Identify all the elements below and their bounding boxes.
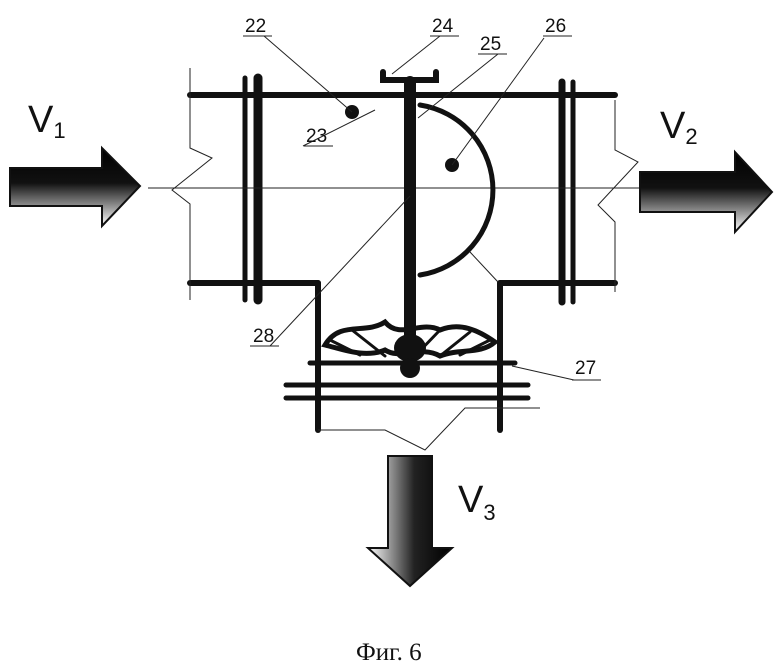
label-27: 27 — [572, 358, 601, 381]
outlet-arrow-v2 — [639, 149, 774, 235]
svg-text:27: 27 — [575, 358, 596, 379]
right-flange — [558, 78, 576, 306]
bottom-flange — [283, 382, 531, 401]
impeller — [307, 318, 518, 378]
label-23: 23 — [304, 126, 333, 147]
svg-text:23: 23 — [306, 126, 327, 147]
label-24: 24 — [430, 16, 459, 37]
label-22: 22 — [243, 16, 272, 37]
svg-text:26: 26 — [545, 16, 566, 37]
label-28: 28 — [250, 326, 279, 347]
leader-lines — [263, 35, 575, 381]
branch-arrow-v3 — [365, 455, 455, 588]
break-lines — [171, 68, 639, 451]
figure-caption: Фиг. 6 — [356, 639, 422, 666]
valve-disc — [417, 102, 496, 278]
svg-text:22: 22 — [245, 16, 266, 37]
svg-text:24: 24 — [432, 16, 454, 37]
label-25: 25 — [478, 34, 507, 55]
left-flange — [242, 73, 263, 305]
svg-text:28: 28 — [253, 326, 274, 347]
flow-label-v1: V1 — [28, 99, 66, 143]
svg-text:25: 25 — [480, 34, 501, 55]
valve-stem — [380, 69, 439, 346]
inlet-arrow-v1 — [9, 145, 142, 229]
label-26: 26 — [543, 16, 572, 37]
flow-label-v3: V3 — [458, 479, 496, 525]
flow-label-v2: V2 — [660, 105, 698, 149]
